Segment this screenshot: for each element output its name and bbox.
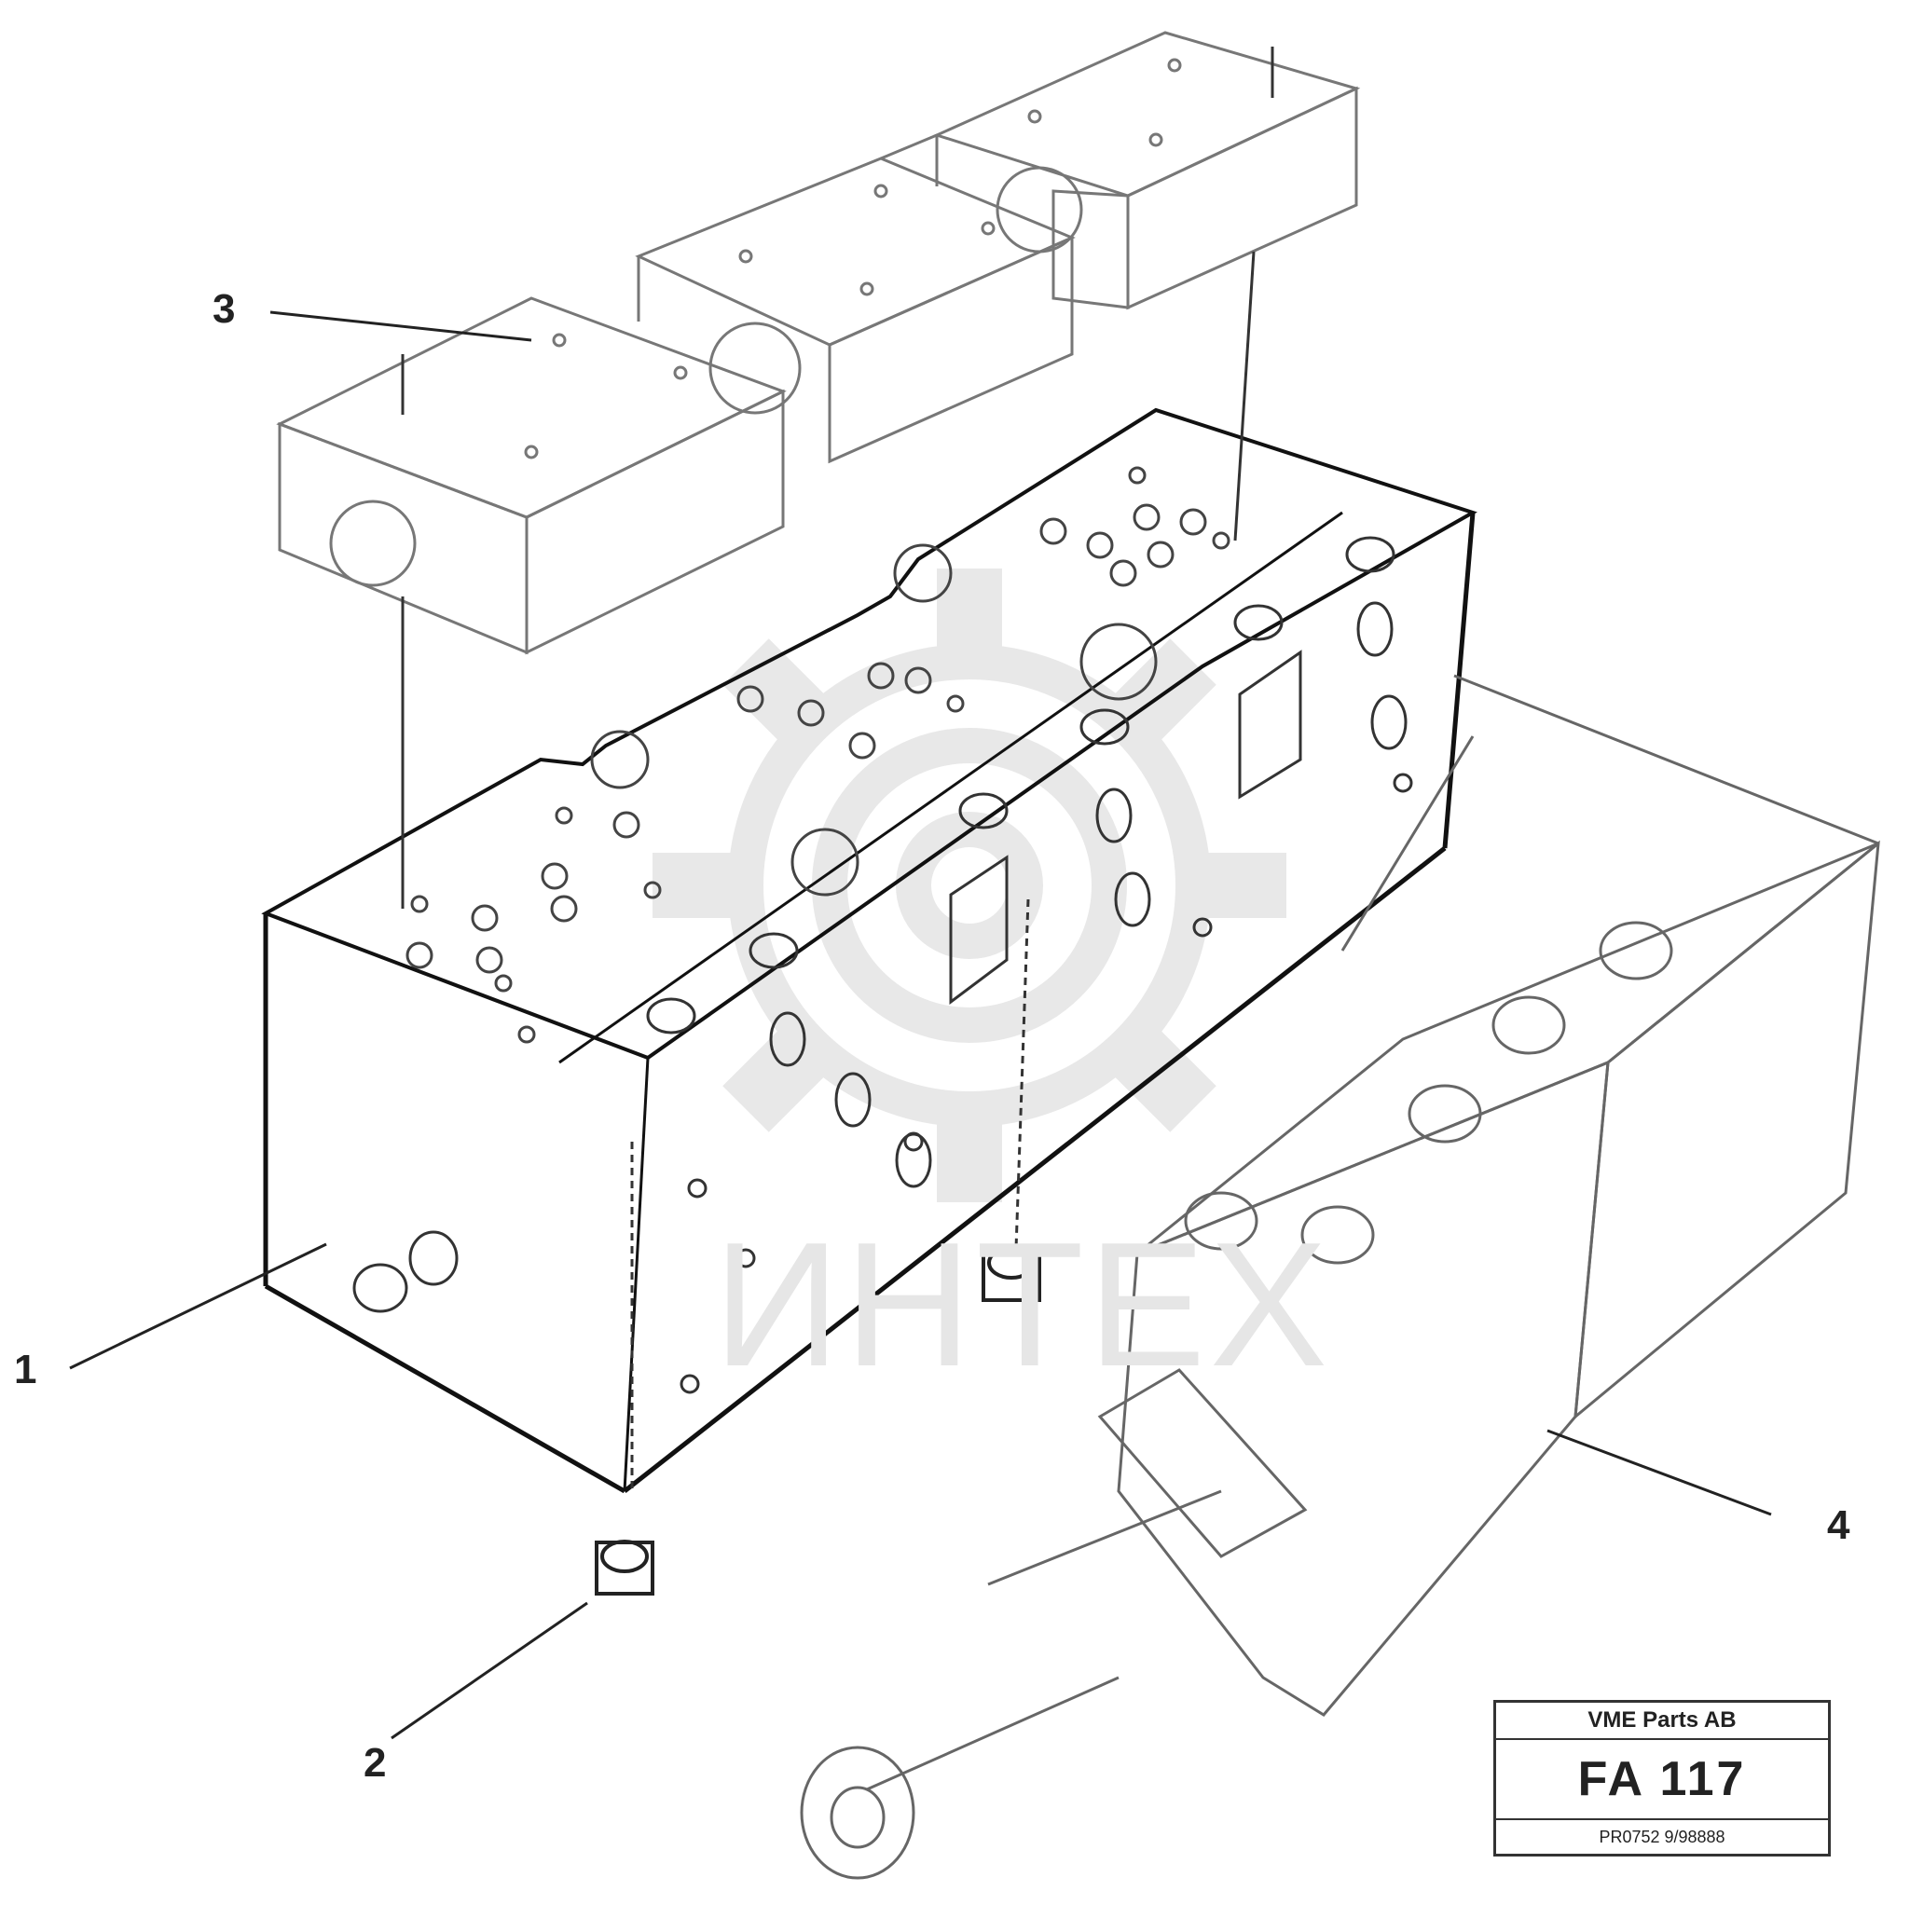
leader-lines bbox=[69, 310, 1772, 1740]
valve-back-right bbox=[932, 31, 1361, 310]
plug-parts bbox=[595, 1246, 1041, 1596]
title-block-reference: PR0752 9/98888 bbox=[1496, 1818, 1828, 1854]
assembly-lines bbox=[401, 251, 1256, 1491]
valve-back-middle bbox=[635, 133, 1076, 464]
callout-3: 3 bbox=[213, 286, 236, 332]
watermark-text: ИНТЕХ bbox=[713, 1206, 1332, 1404]
watermark-gear bbox=[653, 569, 1286, 1202]
manifold-top-ports bbox=[405, 466, 1230, 1044]
title-block-code: FA 117 bbox=[1577, 1752, 1747, 1806]
title-block: VME Parts AB FA 117 PR0752 9/98888 bbox=[1493, 1700, 1831, 1857]
rear-housing bbox=[800, 674, 1880, 1880]
callout-2: 2 bbox=[364, 1740, 387, 1786]
callout-4: 4 bbox=[1827, 1502, 1850, 1548]
manifold-block bbox=[261, 407, 1477, 1494]
valve-front bbox=[276, 296, 787, 655]
title-block-company: VME Parts AB bbox=[1496, 1703, 1828, 1740]
manifold-side-ports bbox=[352, 536, 1413, 1394]
callout-1: 1 bbox=[14, 1347, 37, 1392]
